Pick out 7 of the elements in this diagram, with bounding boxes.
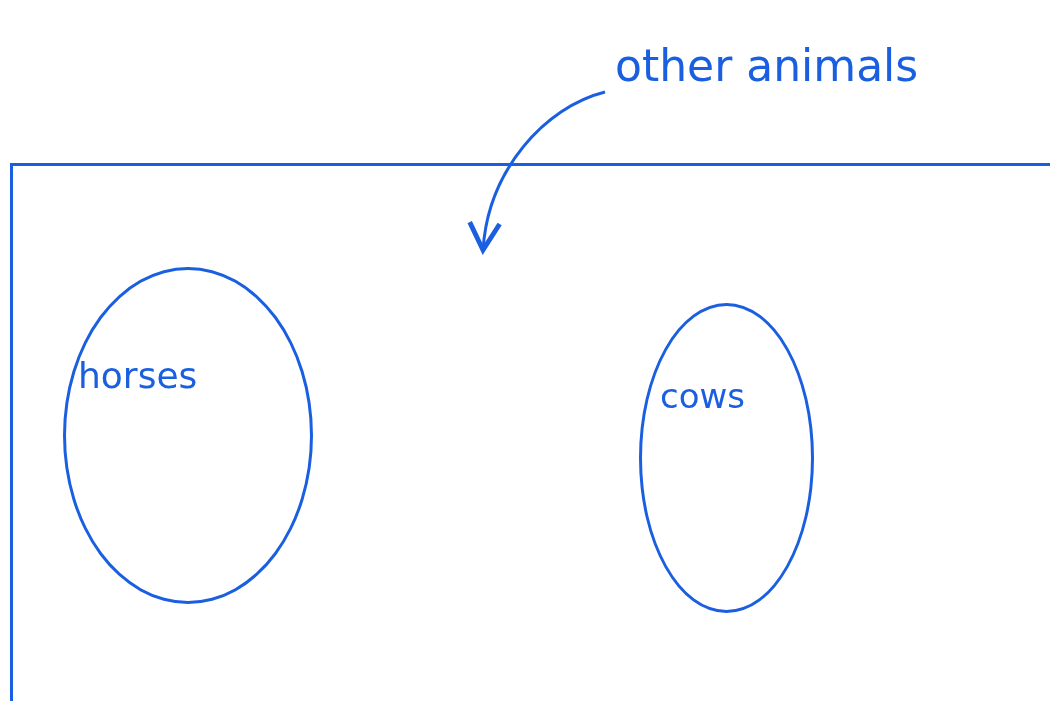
ellipse: [639, 303, 814, 613]
leader-arrow: [468, 90, 606, 253]
annotation-text: other animals: [615, 40, 919, 91]
rectangle-frame: [10, 163, 1050, 701]
ellipse: [63, 267, 313, 604]
set-label: cows: [660, 376, 746, 416]
set-label: horses: [78, 355, 198, 396]
